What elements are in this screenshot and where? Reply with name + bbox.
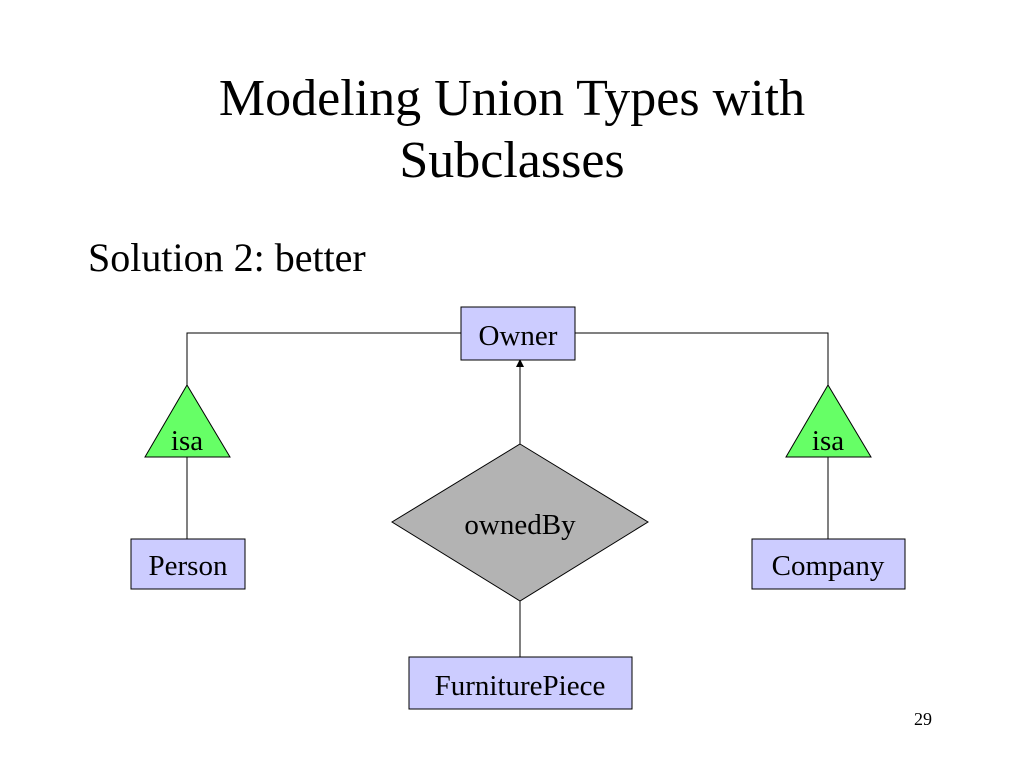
isa-left-label: isa — [171, 425, 203, 457]
entity-owner: Owner — [460, 306, 576, 361]
relationship-ownedby-label: ownedBy — [464, 509, 576, 541]
slide-title: Modeling Union Types with Subclasses — [0, 68, 1024, 192]
page-number: 29 — [914, 709, 932, 729]
line-owner-to-isa-left — [186, 332, 461, 387]
isa-right-triangle — [785, 384, 872, 458]
title-line-1: Modeling Union Types with — [218, 70, 806, 127]
entity-owner-label: Owner — [479, 320, 558, 352]
entity-company-box — [751, 538, 906, 590]
entity-owner-box — [460, 306, 576, 361]
isa-right-label: isa — [812, 425, 844, 457]
title-line-2: Subclasses — [399, 132, 625, 189]
entity-person: Person — [130, 538, 246, 590]
entity-furniturepiece-box — [408, 656, 633, 710]
relationship-ownedby-diamond — [391, 443, 649, 602]
entity-company-label: Company — [772, 550, 885, 582]
line-owner-to-isa-right — [575, 332, 829, 387]
isa-left: isa — [144, 384, 231, 458]
entity-furniturepiece: FurniturePiece — [408, 656, 633, 710]
relationship-ownedby: ownedBy — [391, 443, 649, 602]
slide-subtitle: Solution 2: better — [88, 235, 366, 280]
isa-right: isa — [785, 384, 872, 458]
entity-person-box — [130, 538, 246, 590]
entity-person-label: Person — [149, 550, 228, 582]
isa-left-triangle — [144, 384, 231, 458]
connector-lines — [186, 332, 829, 657]
entity-company: Company — [751, 538, 906, 590]
entity-furniturepiece-label: FurniturePiece — [435, 670, 606, 702]
